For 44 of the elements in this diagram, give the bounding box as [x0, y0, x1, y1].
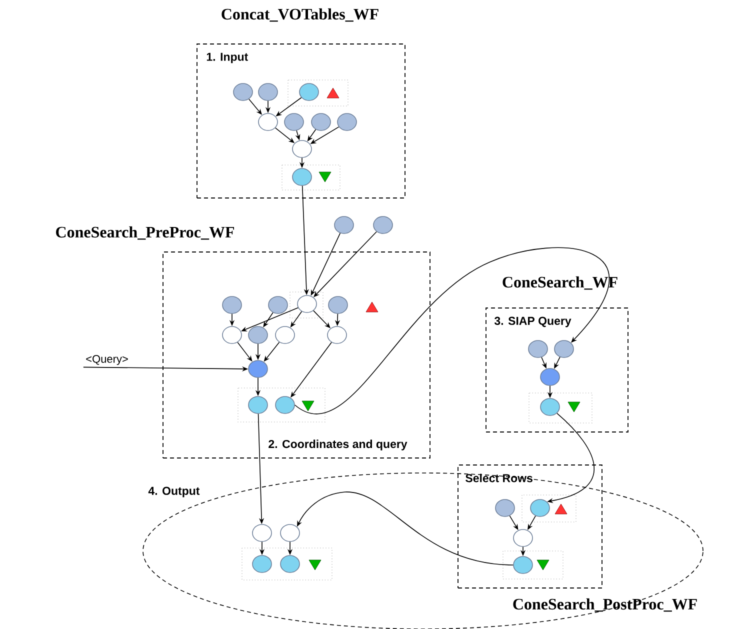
workflow-title: Concat_VOTables_WF — [222, 8, 378, 22]
box-label: Select Rows — [466, 474, 532, 482]
workflow-node — [328, 296, 348, 314]
box-label: 4. Output — [148, 486, 200, 498]
box-label: 1. Input — [206, 52, 248, 64]
workflow-node — [268, 296, 288, 314]
workflow-node — [373, 216, 393, 234]
workflow-node — [233, 83, 253, 101]
workflow-title: ConeSearch_PreProc_WF — [56, 226, 234, 240]
workflow-node — [513, 556, 533, 574]
arrow — [294, 247, 610, 414]
workflow-node — [252, 524, 272, 542]
workflow-node — [222, 326, 242, 344]
workflow-node — [252, 555, 272, 573]
workflow-node — [554, 340, 574, 358]
workflow-node — [540, 368, 560, 386]
workflow-node — [275, 396, 295, 414]
workflow-node — [284, 113, 304, 131]
workflow-node — [248, 326, 268, 344]
workflow-node — [248, 396, 268, 414]
workflow-node — [258, 113, 278, 131]
box-label: 2. Coordinates and query — [268, 440, 408, 450]
workflow-node — [275, 326, 295, 344]
workflow-node — [540, 398, 560, 416]
workflow-node — [299, 83, 319, 101]
workflow-node — [292, 140, 312, 158]
workflow-node — [222, 296, 242, 314]
workflow-node — [297, 295, 317, 313]
workflow-node — [311, 113, 331, 131]
workflow-node — [334, 216, 354, 234]
workflow-node — [327, 326, 347, 344]
workflow-node — [292, 168, 312, 186]
workflow-node — [495, 499, 515, 517]
workflow-node — [337, 113, 357, 131]
workflow-node — [528, 340, 548, 358]
workflow-node — [248, 360, 268, 378]
arrow — [297, 492, 514, 566]
workflow-title: ConeSearch_PostProc_WF — [513, 598, 697, 612]
box-label: 3. SIAP Query — [494, 316, 572, 328]
workflow-node — [280, 524, 300, 542]
workflow-node — [258, 83, 278, 101]
workflow-node — [513, 529, 533, 547]
workflow-node — [280, 555, 300, 573]
workflow-node — [530, 499, 550, 517]
